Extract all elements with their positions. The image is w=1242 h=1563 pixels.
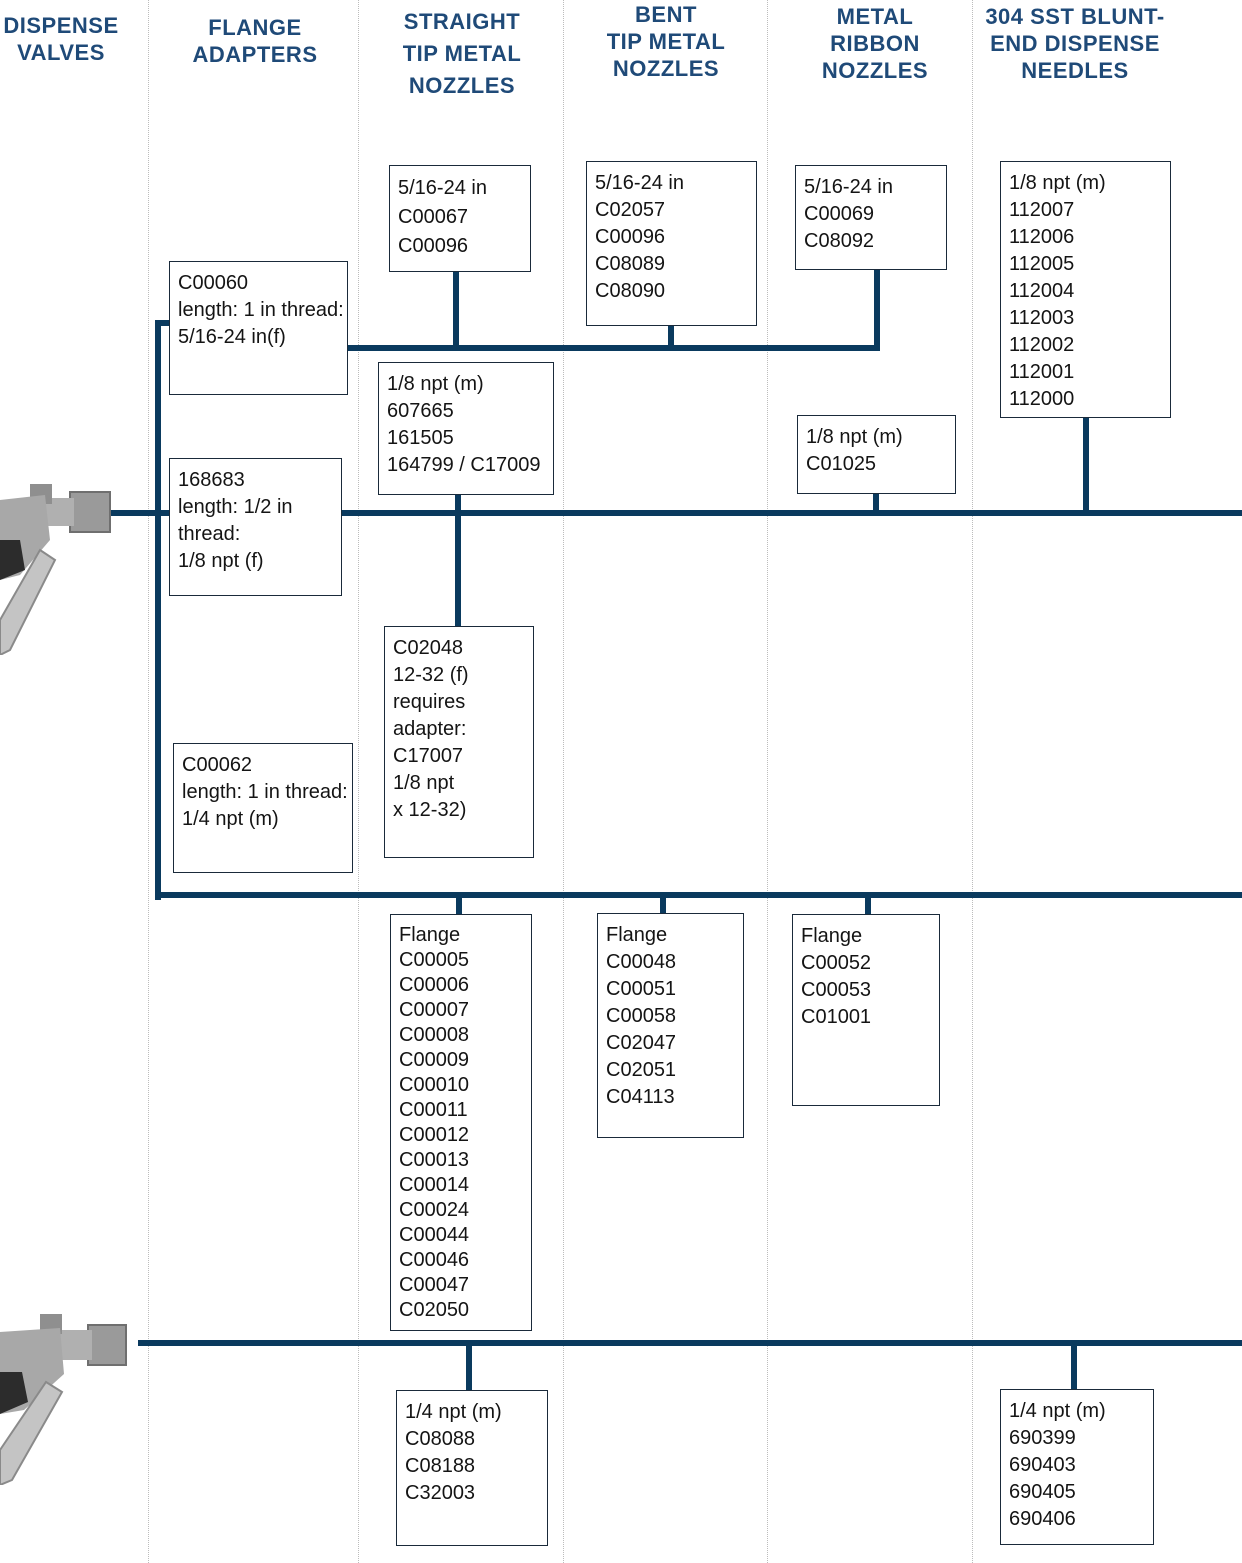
dispense-valve-icon	[0, 480, 112, 657]
header-bent-tip: BENT TIP METAL NOZZLES	[606, 2, 726, 81]
connector-line	[873, 492, 879, 514]
ribbon-box-5-16: 5/16-24 in C00069 C08092	[795, 165, 947, 270]
straight-tip-box-flange: Flange C00005 C00006 C00007 C00008 C0000…	[390, 914, 532, 1331]
straight-tip-box-1-4: 1/4 npt (m) C08088 C08188 C32003	[396, 1390, 548, 1546]
connector-line	[453, 270, 459, 350]
straight-tip-box-5-16: 5/16-24 in C00067 C00096	[389, 165, 531, 272]
connector-line	[660, 892, 666, 914]
connector-line	[466, 1340, 472, 1392]
connector-line	[138, 1340, 1242, 1346]
connector-line	[155, 320, 161, 900]
connector-line	[455, 492, 461, 627]
connector-line	[668, 324, 674, 350]
adapter-box-c00062: C00062 length: 1 in thread: 1/4 npt (m)	[173, 743, 353, 873]
needles-box-1-4: 1/4 npt (m) 690399 690403 690405 690406	[1000, 1389, 1154, 1545]
header-metal-ribbon: METAL RIBBON NOZZLES	[821, 4, 929, 83]
adapter-box-c00060: C00060 length: 1 in thread: 5/16-24 in(f…	[169, 261, 348, 395]
connector-line	[340, 510, 1242, 516]
connector-line	[1071, 1340, 1077, 1390]
connector-line	[346, 345, 880, 351]
connector-line	[1083, 418, 1089, 514]
bent-tip-box-flange: Flange C00048 C00051 C00058 C02047 C0205…	[597, 913, 744, 1138]
connector-line	[108, 510, 170, 516]
column-divider	[563, 0, 564, 1563]
straight-tip-box-1-8: 1/8 npt (m) 607665 161505 164799 / C1700…	[378, 362, 554, 495]
ribbon-box-1-8: 1/8 npt (m) C01025	[797, 415, 956, 494]
connector-line	[456, 892, 462, 914]
header-blunt-end-needles: 304 SST BLUNT- END DISPENSE NEEDLES	[985, 4, 1165, 83]
column-divider	[972, 0, 973, 1563]
adapter-box-168683: 168683 length: 1/2 in thread: 1/8 npt (f…	[169, 458, 342, 596]
dispense-valve-icon	[0, 1310, 130, 1487]
header-flange-adapters: FLANGE ADAPTERS	[192, 15, 318, 67]
column-divider	[358, 0, 359, 1563]
header-straight-tip: STRAIGHT TIP METAL NOZZLES	[402, 9, 522, 98]
column-divider	[148, 0, 149, 1563]
connector-line	[874, 268, 880, 350]
header-dispense-valves: DISPENSE VALVES	[3, 13, 119, 65]
bent-tip-box-5-16: 5/16-24 in C02057 C00096 C08089 C08090	[586, 161, 757, 326]
connector-line	[155, 892, 1242, 898]
connector-line	[865, 892, 871, 914]
needles-box-1-8: 1/8 npt (m) 112007 112006 112005 112004 …	[1000, 161, 1171, 418]
straight-tip-box-c02048: C02048 12-32 (f) requires adapter: C1700…	[384, 626, 534, 858]
ribbon-box-flange: Flange C00052 C00053 C01001	[792, 914, 940, 1106]
column-divider	[767, 0, 768, 1563]
connector-line	[155, 320, 173, 326]
